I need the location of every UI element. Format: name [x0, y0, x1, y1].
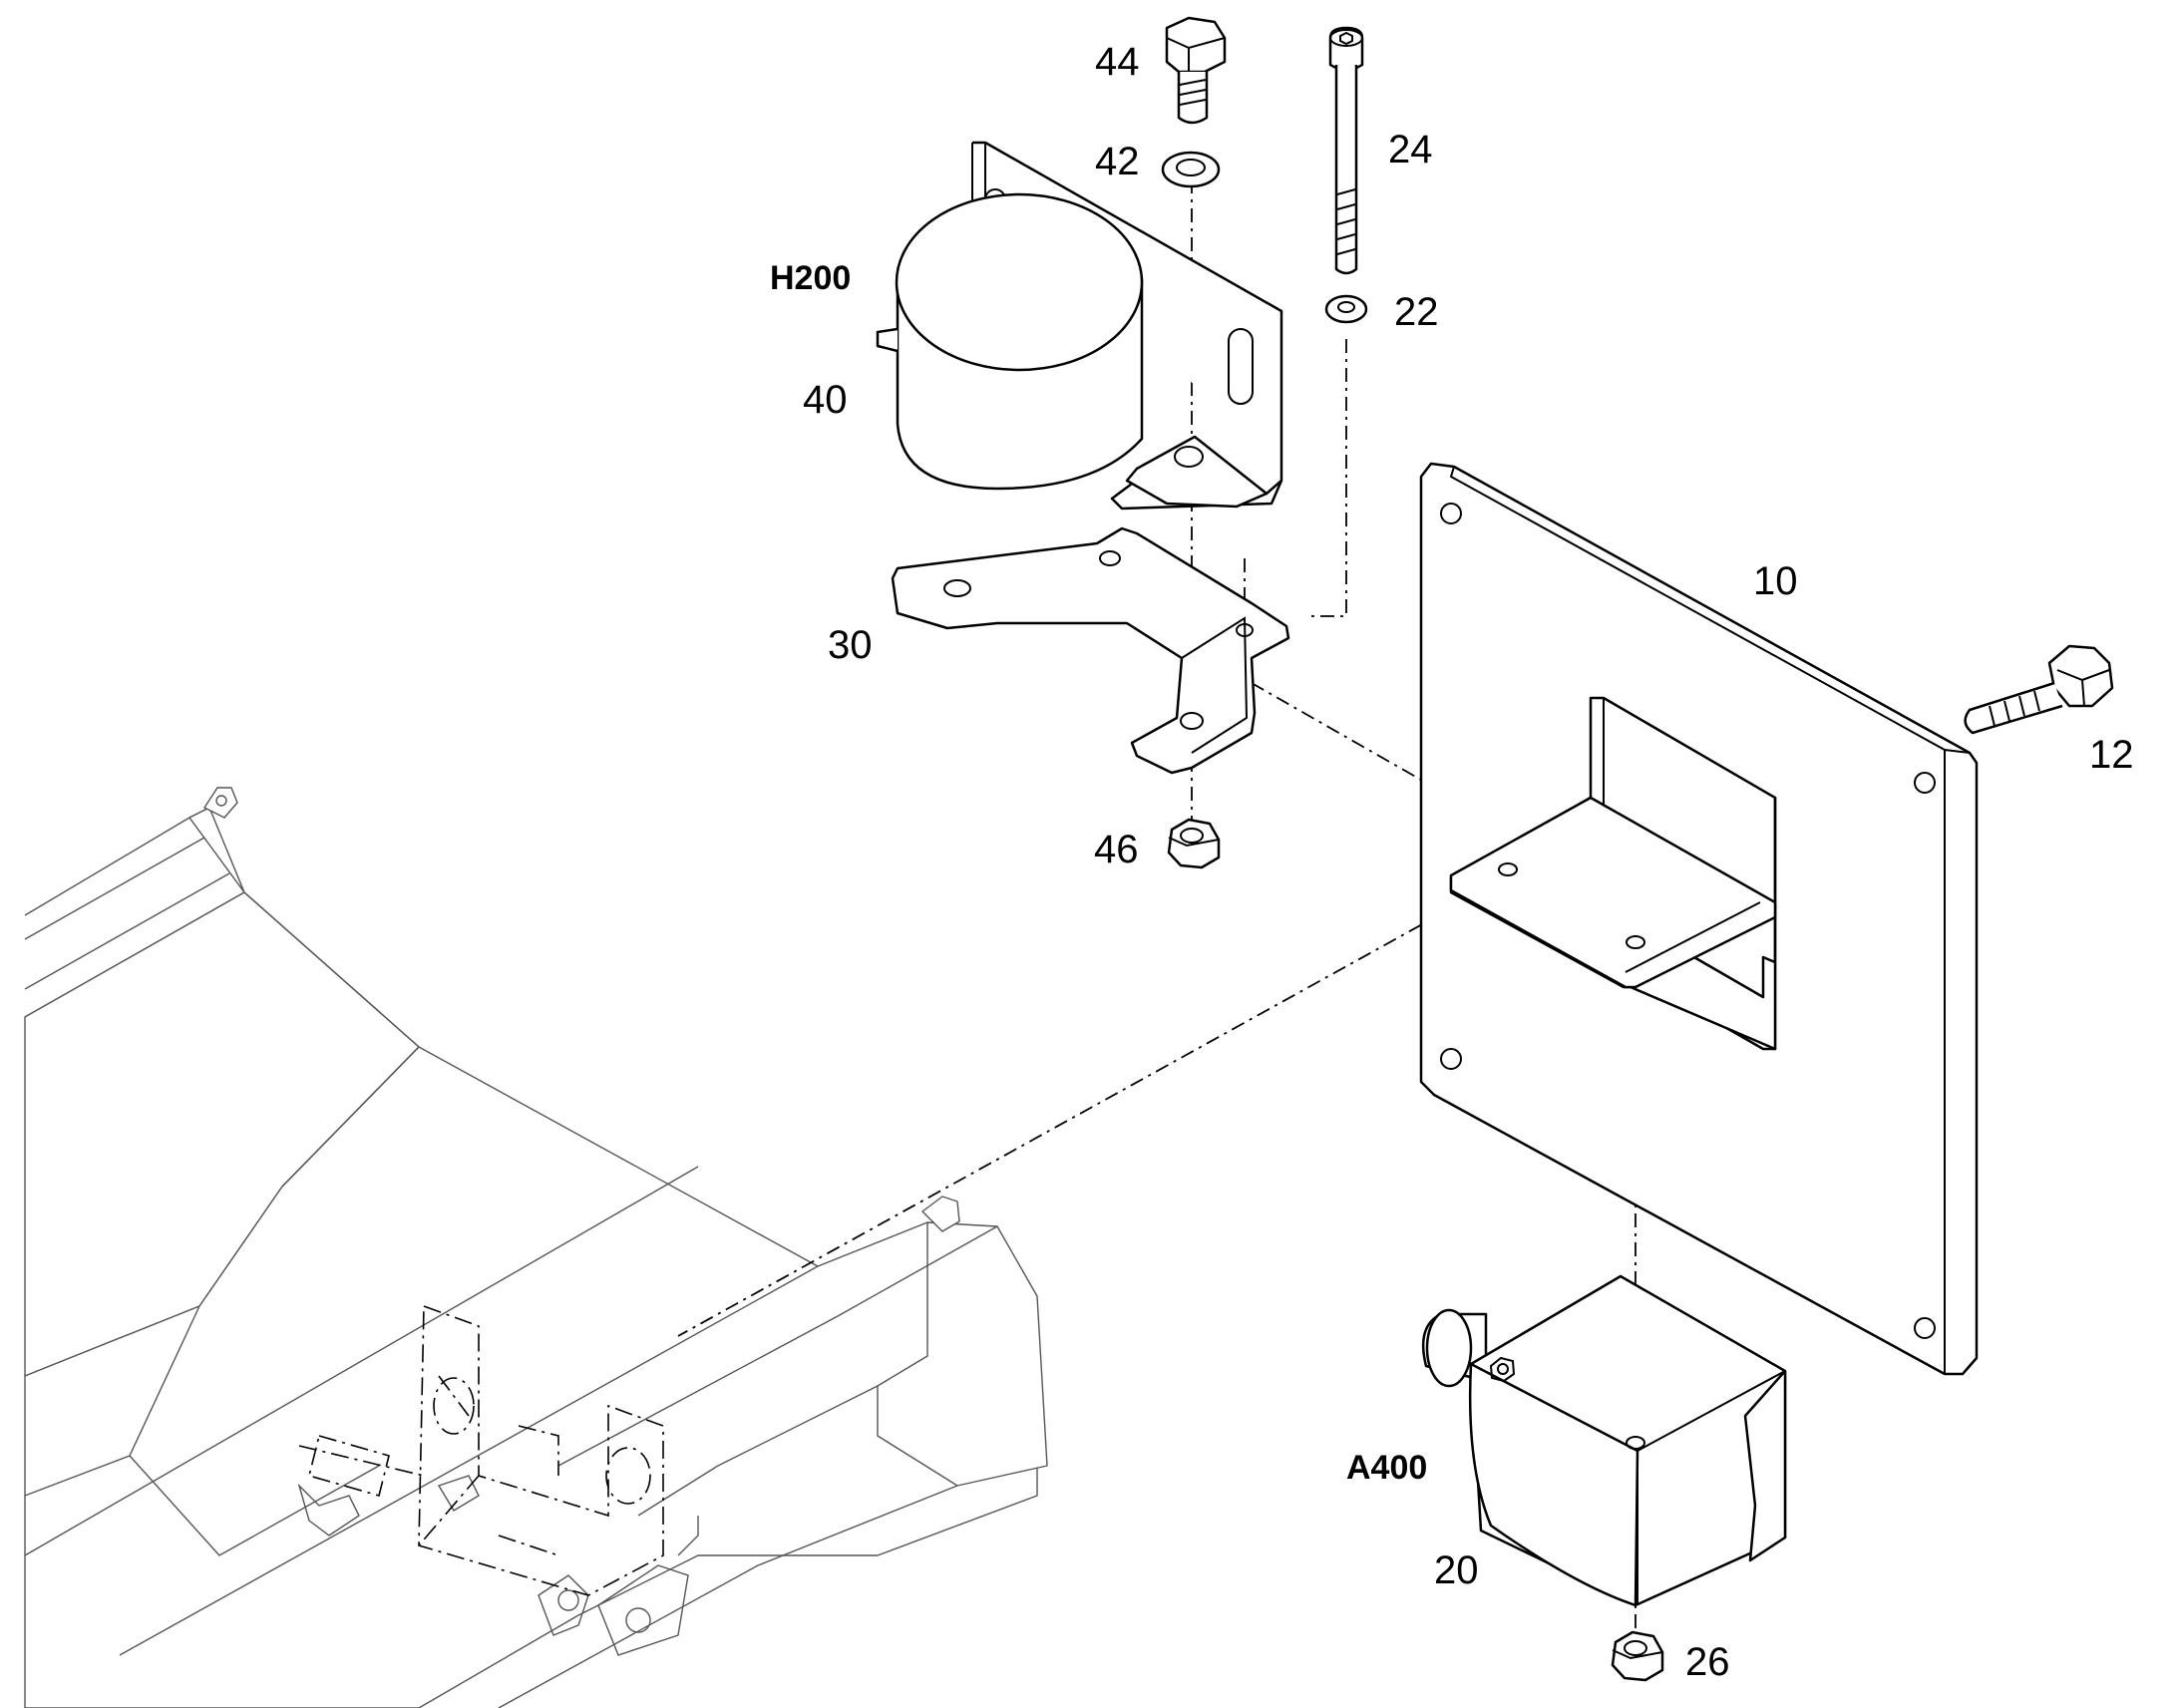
callout-h200: H200: [770, 259, 851, 297]
callout-20: 20: [1434, 1548, 1479, 1592]
hex-bolt-icon: [1964, 644, 2114, 735]
bracket-plate-30: [891, 526, 1290, 775]
callout-44: 44: [1095, 40, 1140, 84]
callout-46: 46: [1094, 828, 1139, 871]
callout-26: 26: [1685, 1640, 1730, 1684]
vehicle-chassis-frame: [24, 787, 1048, 1708]
buzzer-h200-40: [876, 141, 1283, 511]
washer-icon: [1324, 294, 1368, 324]
callout-42: 42: [1095, 140, 1140, 183]
callout-a400: A400: [1346, 1449, 1427, 1487]
hex-nut-icon: [1611, 1630, 1664, 1682]
socket-head-screw-icon: [1328, 26, 1364, 275]
callout-10: 10: [1753, 559, 1798, 603]
callout-30: 30: [828, 623, 873, 667]
callout-40: 40: [803, 378, 848, 422]
hex-bolt-icon: [1165, 16, 1227, 125]
hex-nut-icon: [1167, 818, 1221, 869]
callout-12: 12: [2089, 733, 2134, 777]
callout-24: 24: [1388, 128, 1433, 171]
washer-icon: [1161, 151, 1221, 188]
sensor-a400-20: [1421, 1274, 1787, 1607]
angle-bracket: [1449, 696, 1777, 1051]
callout-22: 22: [1394, 290, 1439, 334]
phantom-bracket-position: [298, 1305, 664, 1596]
